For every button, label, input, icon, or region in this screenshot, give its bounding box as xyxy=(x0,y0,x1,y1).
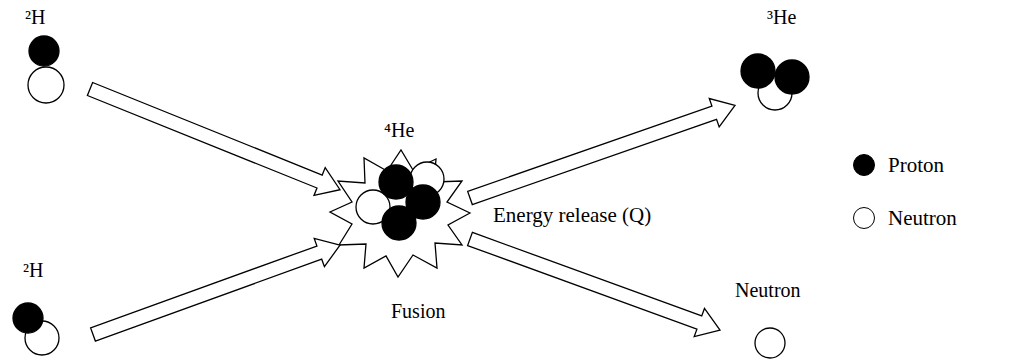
hollow-arrow xyxy=(468,232,720,336)
label-holder: Energy release (Q) xyxy=(493,203,651,228)
nucleus-node: Neutron xyxy=(720,278,815,362)
hollow-arrow xyxy=(468,99,735,205)
proton-particle xyxy=(775,60,809,94)
neutron-particle xyxy=(755,328,785,358)
legend-row: Neutron xyxy=(853,205,957,231)
proton-particle xyxy=(741,54,775,88)
legend-swatch xyxy=(853,207,875,229)
fusion-starburst xyxy=(330,150,470,277)
proton-particle xyxy=(382,206,416,240)
nucleus-node: ²H xyxy=(5,258,93,360)
nucleus-node: ²H xyxy=(15,5,90,110)
legend-row: Proton xyxy=(853,152,957,178)
nucleus-label: Fusion xyxy=(391,299,445,323)
hollow-arrow xyxy=(91,238,340,341)
nucleus-label: Neutron xyxy=(735,278,801,302)
nucleus-node: ⁴HeFusion xyxy=(340,118,470,323)
proton-particle xyxy=(13,303,43,333)
neutron-particle xyxy=(28,67,64,103)
nucleus-label: ³He xyxy=(767,5,796,29)
legend: ProtonNeutron xyxy=(853,152,957,258)
hollow-arrow xyxy=(87,83,340,196)
nucleus-label: ⁴He xyxy=(384,118,414,142)
legend-text: Neutron xyxy=(888,206,957,231)
proton-particle xyxy=(29,36,59,66)
legend-swatch xyxy=(853,154,875,176)
nucleus-label: ²H xyxy=(23,258,43,282)
nucleus-node: ³He xyxy=(735,5,815,113)
legend-text: Proton xyxy=(888,153,944,178)
energy-label: Energy release (Q) xyxy=(493,203,651,228)
nucleus-label: ²H xyxy=(25,5,45,29)
